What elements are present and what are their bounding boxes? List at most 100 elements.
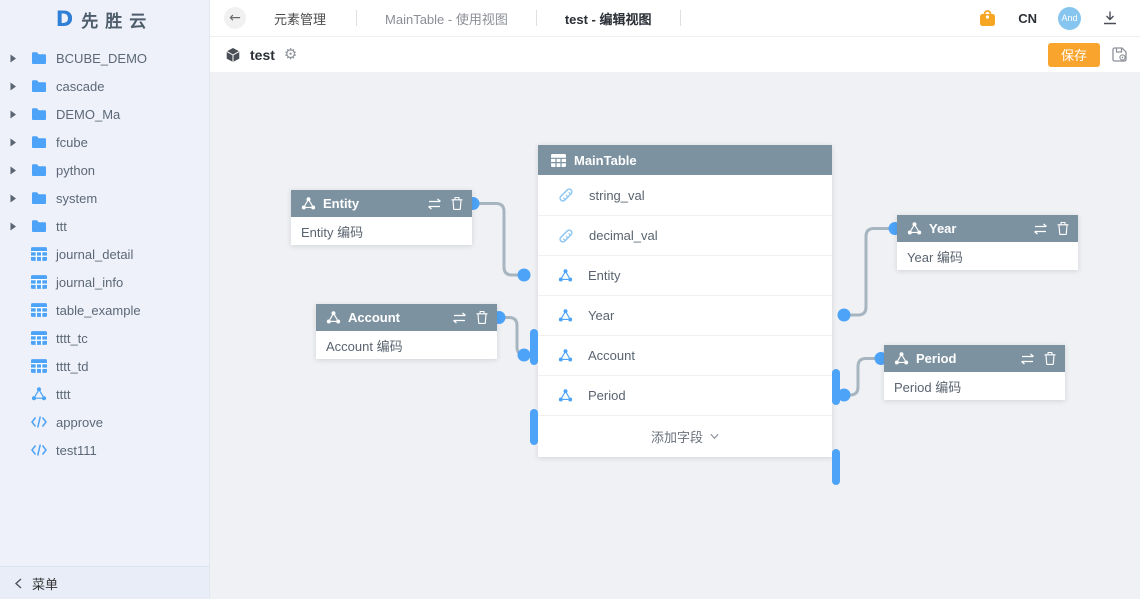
sidebar-item-python[interactable]: python bbox=[0, 156, 209, 184]
table-icon bbox=[31, 330, 48, 347]
field-row-Entity[interactable]: Entity bbox=[538, 255, 832, 295]
port-period-out[interactable] bbox=[832, 449, 840, 485]
swap-view-icon[interactable] bbox=[1033, 223, 1048, 235]
sidebar-item-label: BCUBE_DEMO bbox=[56, 50, 148, 66]
port-bump bbox=[837, 308, 851, 322]
node-period-header[interactable]: Period bbox=[884, 345, 1065, 372]
sidebar-item-BCUBE_DEMO[interactable]: BCUBE_DEMO bbox=[0, 44, 209, 72]
sidebar-item-label: tttt_td bbox=[56, 358, 89, 374]
element-title: test bbox=[250, 46, 275, 63]
gear-icon[interactable]: ⚙ bbox=[283, 45, 298, 63]
node-entity-header[interactable]: Entity bbox=[291, 190, 472, 217]
trash-icon[interactable] bbox=[1057, 222, 1069, 235]
element-toolbar: test ⚙ 保存 bbox=[210, 37, 1140, 73]
sidebar-item-ttt[interactable]: ttt bbox=[0, 212, 209, 240]
app-store-icon[interactable] bbox=[978, 9, 997, 28]
node-title: Period bbox=[916, 351, 957, 366]
folder-icon bbox=[31, 162, 48, 179]
swap-view-icon[interactable] bbox=[1020, 353, 1035, 365]
tab-maintable-usage-view[interactable]: MainTable - 使用视图 bbox=[385, 11, 508, 27]
node-year-header[interactable]: Year bbox=[897, 215, 1078, 242]
folder-icon bbox=[31, 218, 48, 235]
sidebar-item-DEMO_Ma[interactable]: DEMO_Ma bbox=[0, 100, 209, 128]
node-entity[interactable]: Entity Entity 编码 bbox=[291, 190, 472, 245]
language-switch[interactable]: CN bbox=[1018, 10, 1037, 26]
sidebar-item-journal_detail[interactable]: journal_detail bbox=[0, 240, 209, 268]
caret-right-icon[interactable] bbox=[9, 138, 25, 147]
wire-maintable-to-year bbox=[844, 227, 895, 317]
field-row-decimal_val[interactable]: decimal_val bbox=[538, 215, 832, 255]
sidebar-item-system[interactable]: system bbox=[0, 184, 209, 212]
divider bbox=[356, 10, 358, 26]
divider bbox=[679, 10, 681, 26]
add-field-button[interactable]: 添加字段 bbox=[538, 415, 832, 457]
back-button[interactable]: ← bbox=[224, 7, 246, 29]
node-title: MainTable bbox=[574, 152, 637, 168]
port-year-out[interactable] bbox=[832, 369, 840, 405]
toolbar-right: 保存 bbox=[1047, 42, 1140, 67]
field-row-Period[interactable]: Period bbox=[538, 375, 832, 415]
sidebar-item-tttt[interactable]: tttt bbox=[0, 380, 209, 408]
brand-logo: D 先胜云 bbox=[0, 0, 209, 38]
add-field-label: 添加字段 bbox=[650, 430, 703, 445]
swap-view-icon[interactable] bbox=[427, 198, 442, 210]
wire-entity-to-maintable bbox=[473, 202, 521, 277]
sidebar-menu-toggle[interactable]: 菜单 bbox=[0, 566, 209, 599]
sidebar-item-cascade[interactable]: cascade bbox=[0, 72, 209, 100]
caret-right-icon[interactable] bbox=[9, 110, 25, 119]
caret-right-icon[interactable] bbox=[9, 166, 25, 175]
node-field[interactable]: Account 编码 bbox=[326, 338, 403, 354]
field-row-Year[interactable]: Year bbox=[538, 295, 832, 335]
trash-icon[interactable] bbox=[451, 197, 463, 210]
save-button[interactable]: 保存 bbox=[1047, 42, 1100, 67]
tab-test-edit-view[interactable]: test - 编辑视图 bbox=[564, 11, 652, 27]
node-year[interactable]: Year Year 编码 bbox=[897, 215, 1078, 270]
field-row-string_val[interactable]: string_val bbox=[538, 175, 832, 215]
avatar[interactable]: And bbox=[1058, 6, 1081, 30]
field-row-Account[interactable]: Account bbox=[538, 335, 832, 375]
node-maintable-header[interactable]: MainTable bbox=[538, 145, 832, 175]
node-field[interactable]: Entity 编码 bbox=[301, 224, 364, 240]
save-as-icon[interactable] bbox=[1111, 46, 1128, 63]
folder-icon bbox=[31, 134, 48, 151]
node-field[interactable]: Period 编码 bbox=[894, 379, 962, 395]
sidebar-item-table_example[interactable]: table_example bbox=[0, 296, 209, 324]
caret-right-icon[interactable] bbox=[9, 82, 25, 91]
port-account-in[interactable] bbox=[530, 409, 538, 445]
caret-right-icon[interactable] bbox=[9, 54, 25, 63]
folder-icon bbox=[31, 106, 48, 123]
caret-right-icon[interactable] bbox=[9, 194, 25, 203]
field-label: Year bbox=[588, 308, 615, 323]
sidebar-item-tttt_tc[interactable]: tttt_tc bbox=[0, 324, 209, 352]
sidebar-item-approve[interactable]: approve bbox=[0, 408, 209, 436]
caret-right-icon[interactable] bbox=[9, 222, 25, 231]
dimension-icon bbox=[894, 351, 909, 366]
chevron-left-icon bbox=[14, 577, 22, 589]
sidebar-item-test111[interactable]: test111 bbox=[0, 436, 209, 464]
sidebar-item-journal_info[interactable]: journal_info bbox=[0, 268, 209, 296]
sidebar-item-tttt_td[interactable]: tttt_td bbox=[0, 352, 209, 380]
node-field[interactable]: Year 编码 bbox=[907, 249, 963, 265]
sidebar-item-fcube[interactable]: fcube bbox=[0, 128, 209, 156]
cube-icon bbox=[225, 47, 241, 63]
node-period[interactable]: Period Period 编码 bbox=[884, 345, 1065, 400]
field-label: decimal_val bbox=[589, 228, 658, 243]
node-account[interactable]: Account Account 编码 bbox=[316, 304, 497, 359]
table-icon bbox=[31, 246, 48, 263]
sidebar-item-label: journal_info bbox=[56, 274, 124, 290]
folder-icon bbox=[31, 78, 48, 95]
node-account-header[interactable]: Account bbox=[316, 304, 497, 331]
port-bump bbox=[517, 268, 531, 282]
trash-icon[interactable] bbox=[1044, 352, 1056, 365]
table-icon bbox=[31, 274, 48, 291]
table-icon bbox=[31, 358, 48, 375]
swap-view-icon[interactable] bbox=[452, 312, 467, 324]
trash-icon[interactable] bbox=[476, 311, 488, 324]
download-icon[interactable] bbox=[1102, 10, 1118, 26]
node-title: Entity bbox=[323, 196, 360, 211]
port-entity-in[interactable] bbox=[530, 329, 538, 365]
